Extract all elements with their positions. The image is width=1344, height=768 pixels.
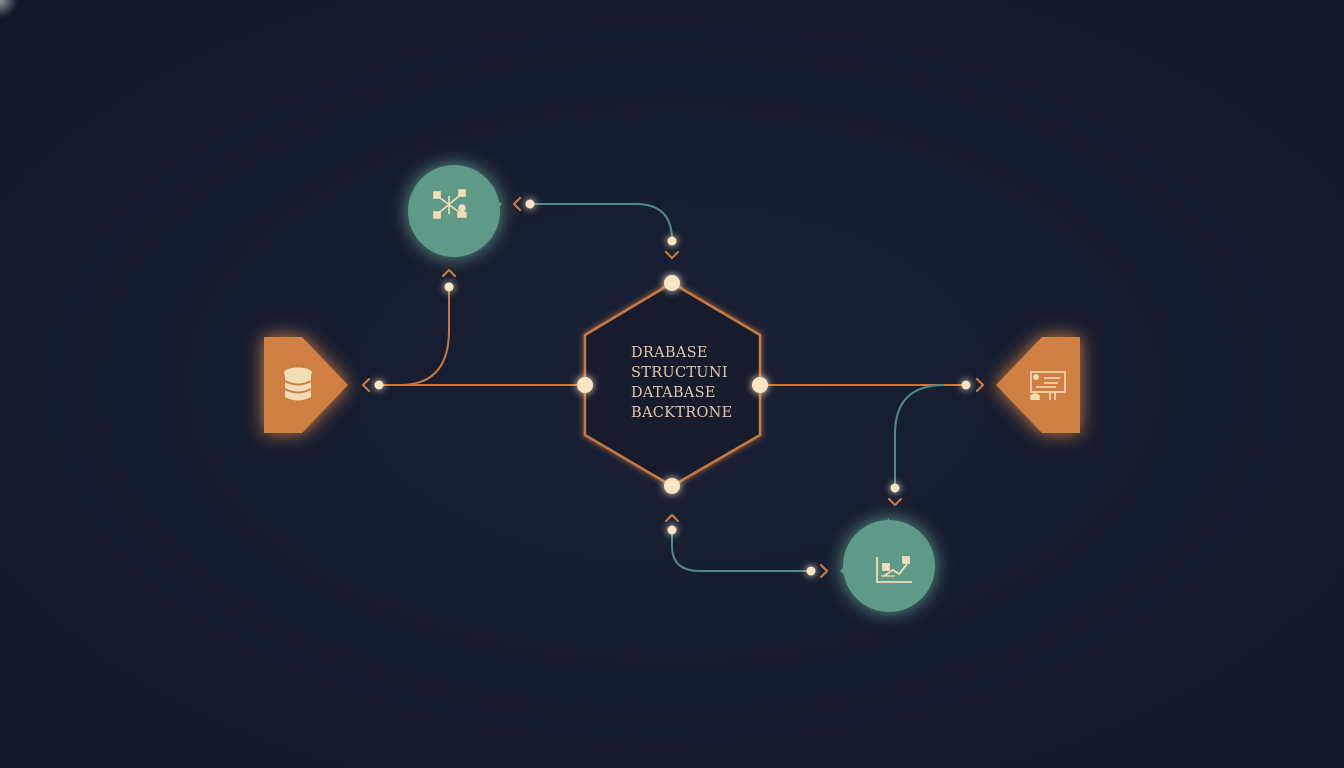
connector-endpoint <box>525 199 535 209</box>
connector-network-to-hub <box>530 203 673 241</box>
hub-port-left[interactable] <box>577 377 593 393</box>
connector-endpoint <box>444 282 454 292</box>
hub-label-line: STRUCTUNI <box>631 365 728 381</box>
arrow-chevrons <box>361 196 985 579</box>
dashboard-node-shape <box>996 337 1080 433</box>
connector-dashboard-to-analytics <box>894 384 945 487</box>
node-dashboard[interactable] <box>996 337 1080 433</box>
database-icon <box>284 367 312 401</box>
connector-hub-to-analytics <box>671 530 811 572</box>
connector-endpoint <box>374 380 384 390</box>
chevron-down-icon <box>664 250 680 260</box>
connector-endpoint <box>961 380 971 390</box>
chevron-right-icon <box>819 563 829 579</box>
connector-endpoint <box>667 525 677 535</box>
hub-port-bottom[interactable] <box>664 478 680 494</box>
hub-label: DRABASE STRUCTUNI DATABASE BACKTRONE <box>631 343 771 423</box>
hub-port-right[interactable] <box>752 377 768 393</box>
chart-icon <box>876 556 912 583</box>
hub-label-line: DATABASE <box>631 385 716 401</box>
connector-endpoint <box>890 483 900 493</box>
hub-label-line: BACKTRONE <box>631 405 733 421</box>
hub-port-top[interactable] <box>664 275 680 291</box>
chevron-up-icon <box>664 513 680 523</box>
connector-endpoint <box>667 236 677 246</box>
hub-label-line: DRABASE <box>631 345 708 361</box>
chevron-left-icon <box>361 377 371 393</box>
node-network[interactable] <box>408 165 502 258</box>
chevron-down-icon <box>887 497 903 507</box>
network-node-point <box>454 165 502 258</box>
chevron-up-icon <box>441 268 457 278</box>
connector-database-to-network <box>399 287 450 386</box>
connector-dots <box>374 199 971 576</box>
network-nodes-icon <box>433 189 467 219</box>
connector-endpoint <box>806 566 816 576</box>
presentation-board-icon <box>1030 371 1066 400</box>
chevron-right-icon <box>975 377 985 393</box>
analytics-node-point <box>840 518 889 612</box>
chevron-left-icon <box>512 196 522 212</box>
connection-lines <box>379 203 966 572</box>
